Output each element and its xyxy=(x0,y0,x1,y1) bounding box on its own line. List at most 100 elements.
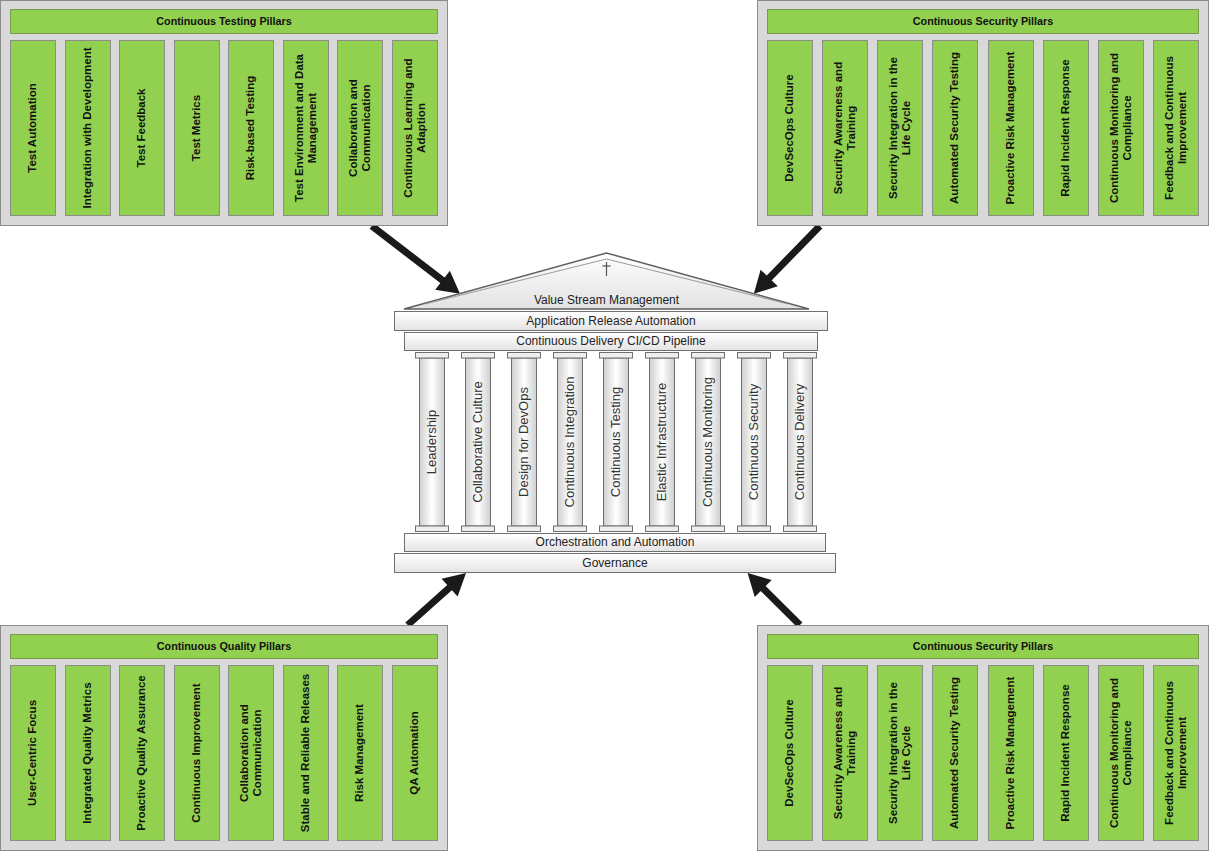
pillar-label: DevSecOps Culture xyxy=(783,46,796,210)
pillar-label: Proactive Quality Assurance xyxy=(136,671,149,835)
pillar-base xyxy=(416,526,449,532)
pillar-label: Security Awareness and Training xyxy=(832,671,858,835)
arrow-connector xyxy=(372,226,460,294)
pillar-label: Continuous Improvement xyxy=(190,671,203,835)
band-label: Orchestration and Automation xyxy=(405,534,825,551)
pillar-label: QA Automation xyxy=(408,671,421,835)
pillar-box: Test Metrics xyxy=(174,40,220,216)
pillar-shaft xyxy=(742,358,767,526)
pillar-box: Continuous Learning and Adaption xyxy=(392,40,438,216)
pillar-shaft xyxy=(466,358,491,526)
panel-heading: Continuous Quality Pillars xyxy=(10,634,438,659)
pillar-box: Automated Security Testing xyxy=(932,665,978,841)
temple-roof: Value Stream Management xyxy=(403,252,810,310)
pillar-label: DevSecOps Culture xyxy=(783,671,796,835)
panel-heading: Continuous Security Pillars xyxy=(767,9,1199,34)
pillar-label: Continuous Testing xyxy=(609,363,624,521)
pillar-label: Leadership xyxy=(425,363,440,521)
pillar-box: Stable and Reliable Releases xyxy=(283,665,329,841)
pillar-box: QA Automation xyxy=(392,665,438,841)
pillar-label: Continuous Monitoring and Compliance xyxy=(1108,46,1134,210)
pillar-box: Integrated Quality Metrics xyxy=(65,665,111,841)
pillar-box: Security Awareness and Training xyxy=(822,665,868,841)
pillar-shaft xyxy=(650,358,675,526)
pillar-box: Feedback and Continuous Improvement xyxy=(1153,665,1199,841)
pillar-capital xyxy=(416,353,449,359)
panel-heading: Continuous Testing Pillars xyxy=(10,9,438,34)
pillar-label: Continuous Delivery xyxy=(793,363,808,521)
pillar-box: Test Automation xyxy=(10,40,56,216)
pillar-label: Feedback and Continuous Improvement xyxy=(1163,671,1189,835)
temple-band: Governance xyxy=(394,553,836,573)
roof-icon xyxy=(603,265,611,266)
band-label: Application Release Automation xyxy=(395,312,827,330)
pillar-box: Proactive Quality Assurance xyxy=(119,665,165,841)
pillar-label: Risk-based Testing xyxy=(245,46,258,210)
pillar-label: Integrated Quality Metrics xyxy=(81,671,94,835)
pillar-box: Integration with Development xyxy=(65,40,111,216)
temple-pillar: Leadership xyxy=(415,352,449,532)
pillar-shaft xyxy=(604,358,629,526)
pillar-box: DevSecOps Culture xyxy=(767,665,813,841)
pillar-box: Risk Management xyxy=(337,665,383,841)
pillar-label: Security Integration in the Life Cycle xyxy=(887,671,913,835)
pillar-label: Automated Security Testing xyxy=(949,46,962,210)
pillar-box: Automated Security Testing xyxy=(932,40,978,216)
pillar-box: Continuous Improvement xyxy=(174,665,220,841)
pillar-label: Collaborative Culture xyxy=(471,363,486,521)
band-label: Continuous Delivery CI/CD Pipeline xyxy=(405,333,817,350)
pillar-label: Rapid Incident Response xyxy=(1059,671,1072,835)
pillar-box: Proactive Risk Management xyxy=(988,40,1034,216)
panel-heading: Continuous Security Pillars xyxy=(767,634,1199,659)
pillar-shaft xyxy=(696,358,721,526)
pillar-box: Collaboration and Communication xyxy=(228,665,274,841)
pillar-box: Collaboration and Communication xyxy=(337,40,383,216)
arrow-connector xyxy=(748,573,800,625)
pillar-capital xyxy=(692,353,725,359)
roof-label: Value Stream Management xyxy=(403,293,810,307)
pillar-box: User-Centric Focus xyxy=(10,665,56,841)
arrow-head xyxy=(748,573,772,597)
pillar-label: Continuous Security xyxy=(747,363,762,521)
pillar-label: Proactive Risk Management xyxy=(1004,46,1017,210)
pillar-label: Proactive Risk Management xyxy=(1004,671,1017,835)
pillar-capital xyxy=(600,353,633,359)
pillar-capital xyxy=(462,353,495,359)
band-label: Governance xyxy=(395,554,835,572)
temple-pillar: Continuous Testing xyxy=(599,352,633,532)
pillar-shaft xyxy=(512,358,537,526)
pillar-label: Security Awareness and Training xyxy=(832,46,858,210)
pillar-panel: Continuous Quality PillarsUser-Centric F… xyxy=(0,625,448,851)
pillar-label: Stable and Reliable Releases xyxy=(299,671,312,835)
pillar-base xyxy=(462,526,495,532)
pillar-capital xyxy=(554,353,587,359)
roof-outline xyxy=(404,253,809,309)
pillar-label: Test Automation xyxy=(26,46,39,210)
pillar-base xyxy=(600,526,633,532)
temple-band: Orchestration and Automation xyxy=(404,533,826,552)
pillar-label: Test Metrics xyxy=(190,46,203,210)
pillar-shaft xyxy=(788,358,813,526)
pillar-box: DevSecOps Culture xyxy=(767,40,813,216)
pillar-box: Feedback and Continuous Improvement xyxy=(1153,40,1199,216)
arrow-head xyxy=(435,271,460,294)
pillar-box: Security Integration in the Life Cycle xyxy=(877,40,923,216)
pillar-base xyxy=(738,526,771,532)
pillar-label: Automated Security Testing xyxy=(949,671,962,835)
temple-pillar: Elastic Infrastructure xyxy=(645,352,679,532)
arrow-shaft xyxy=(372,226,446,283)
pillar-label: Test Feedback xyxy=(136,46,149,210)
pillar-capital xyxy=(784,353,817,359)
arrow-connector xyxy=(754,226,820,294)
pillar-label: Rapid Incident Response xyxy=(1059,46,1072,210)
pillar-label: Elastic Infrastructure xyxy=(655,363,670,521)
arrow-shaft xyxy=(408,585,453,625)
arrow-shaft xyxy=(760,586,800,625)
pillar-box: Rapid Incident Response xyxy=(1043,665,1089,841)
pillar-label: Continuous Monitoring xyxy=(701,363,716,521)
arrow-shaft xyxy=(766,226,819,281)
pillar-base xyxy=(646,526,679,532)
temple-band: Application Release Automation xyxy=(394,311,828,331)
pillar-capital xyxy=(508,353,541,359)
